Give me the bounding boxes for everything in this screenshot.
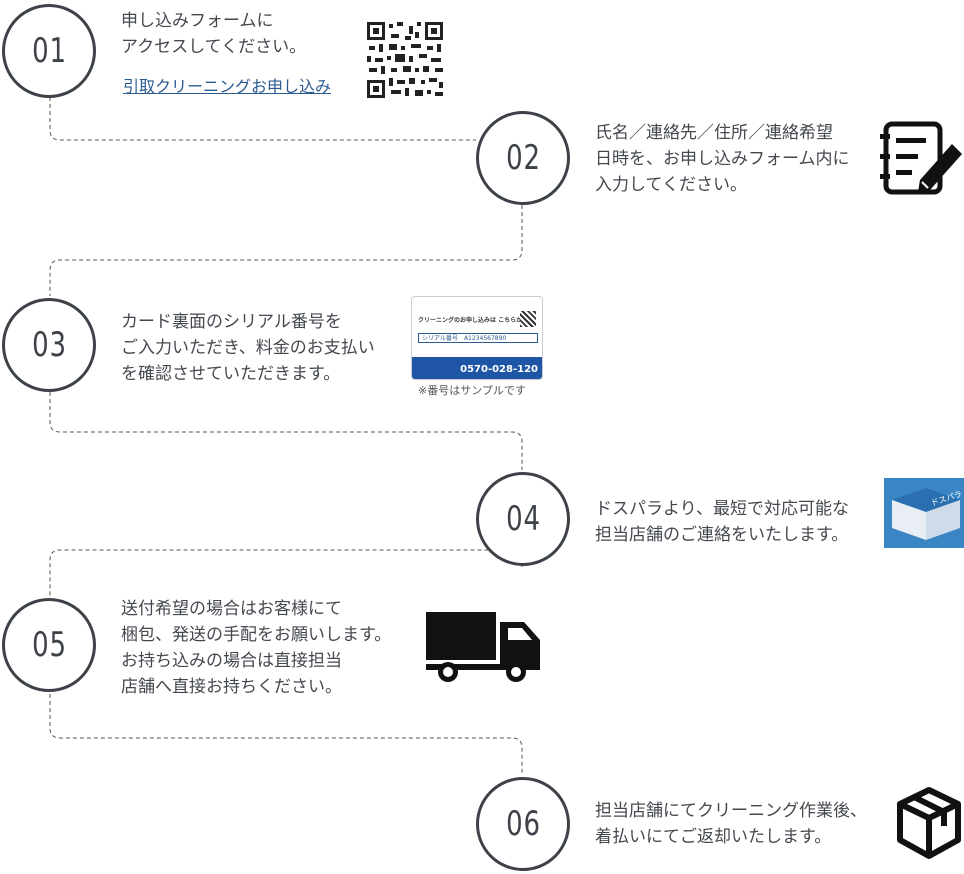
step-number-04: 04 (476, 472, 570, 566)
form-edit-icon (880, 121, 962, 195)
dospara-brand-icon: ドスパラ (884, 478, 964, 548)
truck-icon (426, 612, 540, 682)
card-bar (412, 357, 542, 379)
step-number-02: 02 (476, 111, 570, 205)
step-number-05: 05 (2, 598, 96, 692)
step-number-01: 01 (2, 4, 96, 98)
card-apply-label: クリーニングのお申し込みは こちらから▶ (418, 317, 533, 324)
qr-code-icon[interactable] (365, 20, 445, 100)
step-05-text: 送付希望の場合はお客様にて 梱包、発送の手配をお願いします。 お持ち込みの場合は… (121, 599, 392, 697)
step-06-text: 担当店舗にてクリーニング作業後、 着払いにてご返却いたします。 (595, 801, 867, 847)
package-icon (897, 787, 961, 859)
application-link[interactable]: 引取クリーニングお申し込み (123, 77, 332, 96)
step-number-06: 06 (476, 777, 570, 871)
card-phone: 0570-028-120 (460, 364, 538, 375)
step-04-text: ドスパラより、最短で対応可能な 担当店舗のご連絡をいたします。 (595, 499, 849, 545)
step-02-text: 氏名／連絡先／住所／連絡希望 日時を、お申し込みフォーム内に 入力してください。 (595, 123, 850, 195)
card-qr-icon (520, 311, 536, 327)
step-number-03: 03 (2, 298, 96, 392)
card-image: クリーニングのお申し込みは こちらから▶ シリアル番号 A1234567890 … (411, 296, 543, 380)
step-03-text: カード裏面のシリアル番号を ご入力いただき、料金のお支払い を確認させていただき… (121, 312, 375, 384)
step-01-text: 申し込みフォームに アクセスしてください。 (121, 11, 307, 57)
card-caption: ※番号はサンプルです (418, 384, 526, 397)
card-serial: シリアル番号 A1234567890 (418, 333, 538, 343)
